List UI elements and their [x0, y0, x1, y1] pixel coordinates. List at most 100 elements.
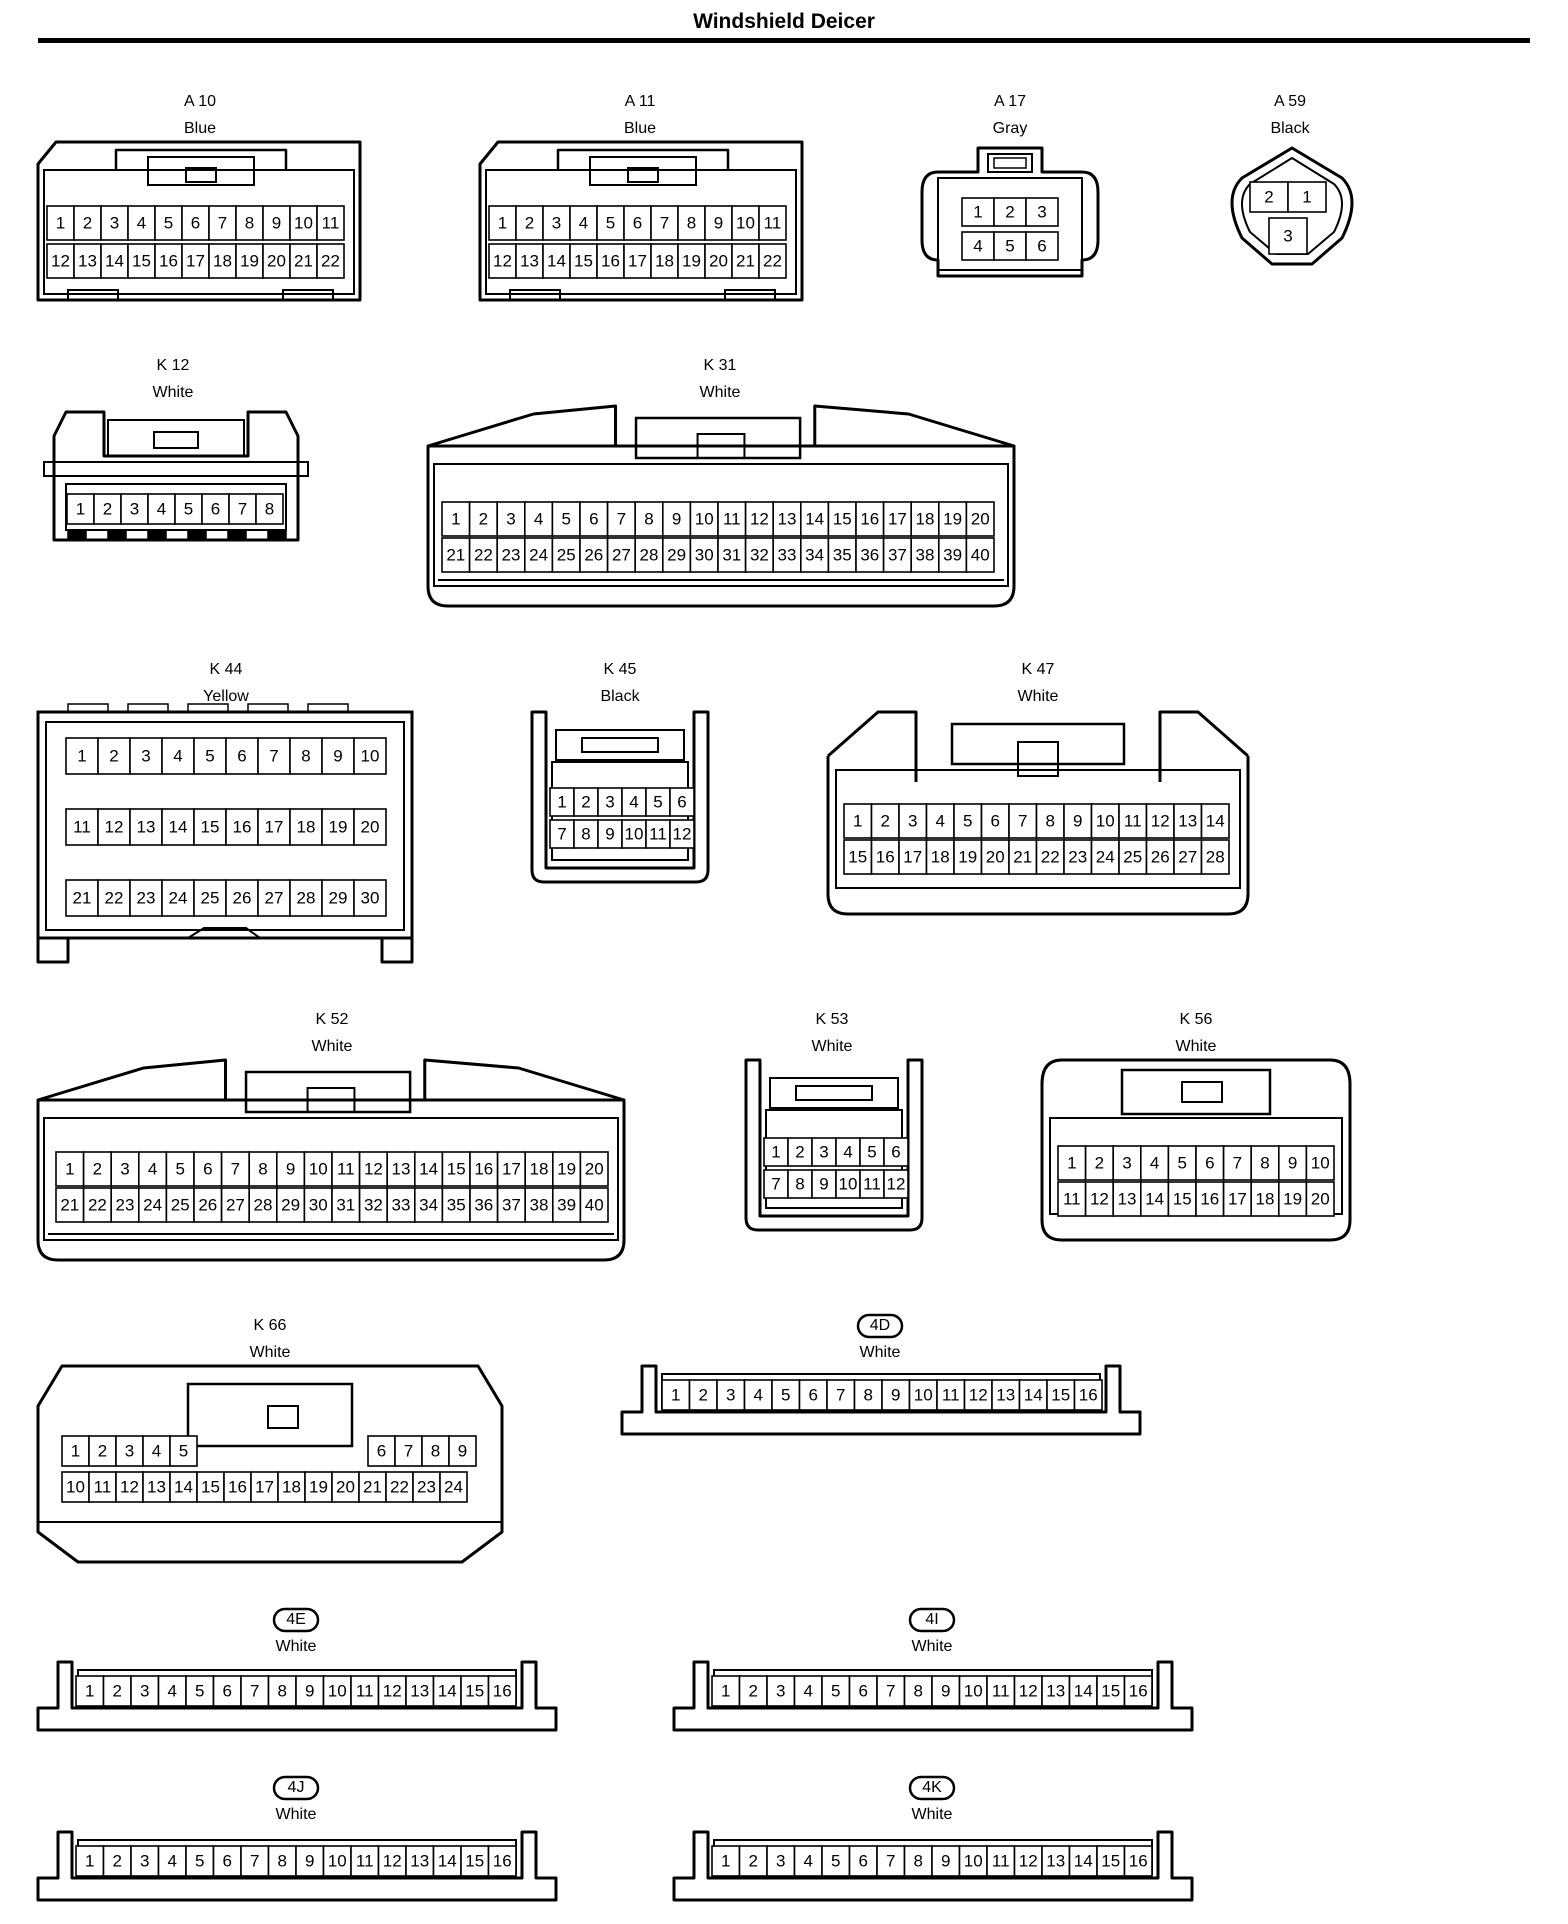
pin-label: 6: [589, 509, 598, 528]
pin-label: 1: [498, 213, 507, 232]
pin-label: 2: [98, 1441, 107, 1460]
pin-label: 12: [1090, 1189, 1109, 1208]
connector-color: White: [153, 384, 194, 401]
pin-label: 17: [502, 1159, 521, 1178]
pin-label: 31: [722, 545, 741, 564]
pin-label: 4: [1150, 1153, 1159, 1172]
pin-label: 34: [419, 1195, 438, 1214]
pin-label: 27: [226, 1195, 245, 1214]
pin-label: 14: [1074, 1681, 1093, 1700]
pin-label: 4: [843, 1142, 852, 1161]
pin-label: 1: [65, 1159, 74, 1178]
pin-label: 1: [85, 1851, 94, 1870]
pin-label: 6: [677, 792, 686, 811]
pin-label: 3: [726, 1385, 735, 1404]
pin-label: 3: [776, 1851, 785, 1870]
pin-label: 1: [76, 499, 85, 518]
pin-label: 5: [831, 1851, 840, 1870]
pin-label: 10: [914, 1385, 933, 1404]
pin-label: 29: [667, 545, 686, 564]
pin-label: 9: [819, 1174, 828, 1193]
connector-code: K 44: [210, 661, 243, 678]
pin-label: 3: [605, 792, 614, 811]
pin-label: 3: [1037, 202, 1046, 221]
pin-label: 24: [1096, 847, 1115, 866]
pin-label: 1: [1302, 187, 1311, 206]
pin-label: 9: [714, 213, 723, 232]
pin-label: 9: [286, 1159, 295, 1178]
pin-label: 13: [147, 1477, 166, 1496]
pin-label: 3: [1122, 1153, 1131, 1172]
pin-label: 13: [78, 251, 97, 270]
pin-label: 24: [169, 888, 188, 907]
pin-label: 4: [973, 236, 982, 255]
connector-color: Gray: [993, 120, 1028, 137]
pin-label: 15: [574, 251, 593, 270]
pin-label: 11: [649, 824, 667, 843]
pin-label: 6: [859, 1681, 868, 1700]
pin-label: 17: [255, 1477, 274, 1496]
pin-label: 19: [329, 817, 348, 836]
pin-label: 4: [137, 213, 146, 232]
pin-label: 5: [195, 1681, 204, 1700]
pin-label: 26: [198, 1195, 217, 1214]
pin-label: 3: [1283, 226, 1292, 245]
connector-code: K 56: [1180, 1011, 1213, 1028]
pin-label: 3: [125, 1441, 134, 1460]
pin-label: 16: [1129, 1851, 1148, 1870]
pin-label: 14: [1206, 811, 1225, 830]
pin-label: 6: [191, 213, 200, 232]
pin-label: 28: [297, 888, 316, 907]
connector-color: Black: [600, 688, 640, 705]
pin-label: 1: [77, 746, 86, 765]
pin-label: 15: [201, 817, 220, 836]
connector-color: Black: [1270, 120, 1310, 137]
pin-label: 4: [804, 1851, 813, 1870]
connector-code: K 31: [704, 357, 737, 374]
pin-label: 1: [557, 792, 566, 811]
pin-label: 27: [612, 545, 631, 564]
pin-label: 2: [479, 509, 488, 528]
pin-label: 9: [941, 1681, 950, 1700]
pin-label: 10: [309, 1159, 328, 1178]
pin-label: 29: [281, 1195, 300, 1214]
pin-label: 17: [265, 817, 284, 836]
connector-color: White: [1176, 1038, 1217, 1055]
pin-label: 4: [173, 746, 182, 765]
pin-label: 7: [771, 1174, 780, 1193]
pin-label: 1: [451, 509, 460, 528]
pin-label: 2: [83, 213, 92, 232]
pin-label: 23: [137, 888, 156, 907]
connector-color: White: [812, 1038, 853, 1055]
pin-label: 6: [237, 746, 246, 765]
pin-label: 1: [771, 1142, 780, 1161]
pin-label: 16: [159, 251, 178, 270]
pin-label: 23: [1068, 847, 1087, 866]
pin-label: 6: [1205, 1153, 1214, 1172]
pin-label: 14: [438, 1851, 457, 1870]
pin-label: 38: [530, 1195, 549, 1214]
pin-label: 1: [721, 1851, 730, 1870]
pin-label: 5: [606, 213, 615, 232]
pin-label: 15: [465, 1851, 484, 1870]
pin-label: 10: [1311, 1153, 1330, 1172]
pin-label: 2: [1264, 187, 1273, 206]
pin-label: 8: [1046, 811, 1055, 830]
connector-color: Yellow: [203, 688, 249, 705]
pin-label: 3: [130, 499, 139, 518]
pin-label: 35: [833, 545, 852, 564]
connector-code: 4J: [288, 1779, 305, 1796]
pin-label: 16: [876, 847, 895, 866]
pin-label: 3: [506, 509, 515, 528]
pin-label: 26: [584, 545, 603, 564]
connector-code: A 11: [625, 93, 656, 110]
pin-label: 17: [903, 847, 922, 866]
connector-tag-oval: [908, 1607, 956, 1633]
pin-label: 32: [364, 1195, 383, 1214]
pin-label: 14: [1024, 1385, 1043, 1404]
pin-label: 24: [444, 1477, 463, 1496]
pin-label: 14: [174, 1477, 193, 1496]
